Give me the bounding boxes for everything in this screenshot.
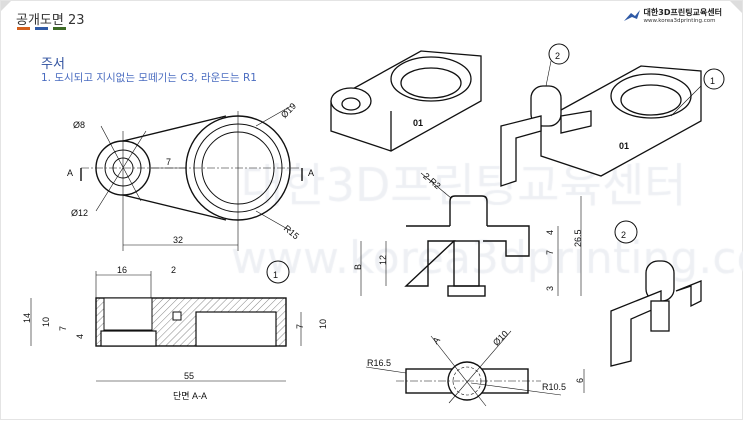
section-mark-a-left: A — [67, 168, 73, 178]
dim-dia12: Ø12 — [71, 208, 88, 218]
dim-dia10: Ø10 — [491, 329, 510, 348]
part-2-balloon — [548, 43, 570, 65]
section-view — [30, 271, 302, 382]
iso-pin — [610, 260, 702, 367]
notes-item: 1. 도시되고 지시없는 모떼기는 C3, 라운드는 R1 — [41, 72, 257, 84]
dim-dia19: Ø19 — [279, 101, 298, 120]
dim-14: 14 — [22, 313, 32, 323]
part-2-number: 2 — [555, 51, 560, 61]
pin-front-view — [404, 195, 530, 297]
iso-assembly — [500, 60, 702, 187]
dim-r10-5: R10.5 — [542, 382, 566, 392]
notes-heading: 주서 — [41, 57, 65, 72]
accent-bars — [17, 27, 66, 30]
accent-bar-blue — [35, 27, 48, 30]
dim-16: 16 — [117, 265, 127, 275]
dim-10-right: 10 — [318, 319, 328, 329]
dim-7-right: 7 — [295, 324, 305, 329]
dim-10-left: 10 — [41, 317, 51, 327]
dim-55: 55 — [184, 371, 194, 381]
dim-7-pin: 7 — [545, 250, 555, 255]
iso-part1 — [330, 50, 482, 152]
part-2-number-large: 2 — [621, 230, 626, 240]
pin-front-dims — [360, 172, 582, 296]
part-2-balloon-large — [614, 220, 638, 244]
accent-bar-green — [53, 27, 66, 30]
logo-url: www.korea3dprinting.com — [643, 18, 716, 24]
dim-dia8: Ø8 — [73, 120, 85, 130]
engraving-01-assembly: 01 — [619, 141, 629, 151]
part-1-balloon-assembly — [703, 68, 725, 90]
dim-26-5: 26.5 — [573, 229, 583, 247]
part-1-number: 1 — [273, 270, 278, 280]
section-caption: 단면 A-A — [173, 391, 207, 401]
logo: 대한3D프린팅교육센터 www.korea3dprinting.com — [623, 7, 722, 24]
part-1-balloon — [266, 260, 290, 284]
top-view — [80, 105, 303, 251]
dim-r16-5: R16.5 — [367, 358, 391, 368]
dim-12: 12 — [378, 255, 388, 265]
page-title: 공개도면 23 — [16, 13, 85, 28]
pin-top-view — [365, 330, 585, 407]
dim-2: 2 — [171, 265, 176, 275]
dim-r15: R15 — [282, 223, 301, 241]
dim-32: 32 — [173, 235, 183, 245]
dim-3: 3 — [545, 286, 555, 291]
section-mark-a-pin: A — [430, 335, 442, 346]
part-1-number-assembly: 1 — [710, 76, 715, 86]
dim-7: 7 — [166, 157, 171, 167]
dim-b: B — [353, 264, 363, 270]
dim-7-left: 7 — [58, 326, 68, 331]
dim-6: 6 — [575, 378, 585, 383]
dim-4-pin: 4 — [545, 230, 555, 235]
logo-name: 대한3D프린팅교육센터 — [643, 8, 722, 17]
engraving-01: 01 — [413, 118, 423, 128]
dim-4: 4 — [75, 334, 85, 339]
section-mark-a-right: A — [308, 168, 314, 178]
logo-bird-icon — [623, 9, 640, 21]
accent-bar-orange — [17, 27, 30, 30]
